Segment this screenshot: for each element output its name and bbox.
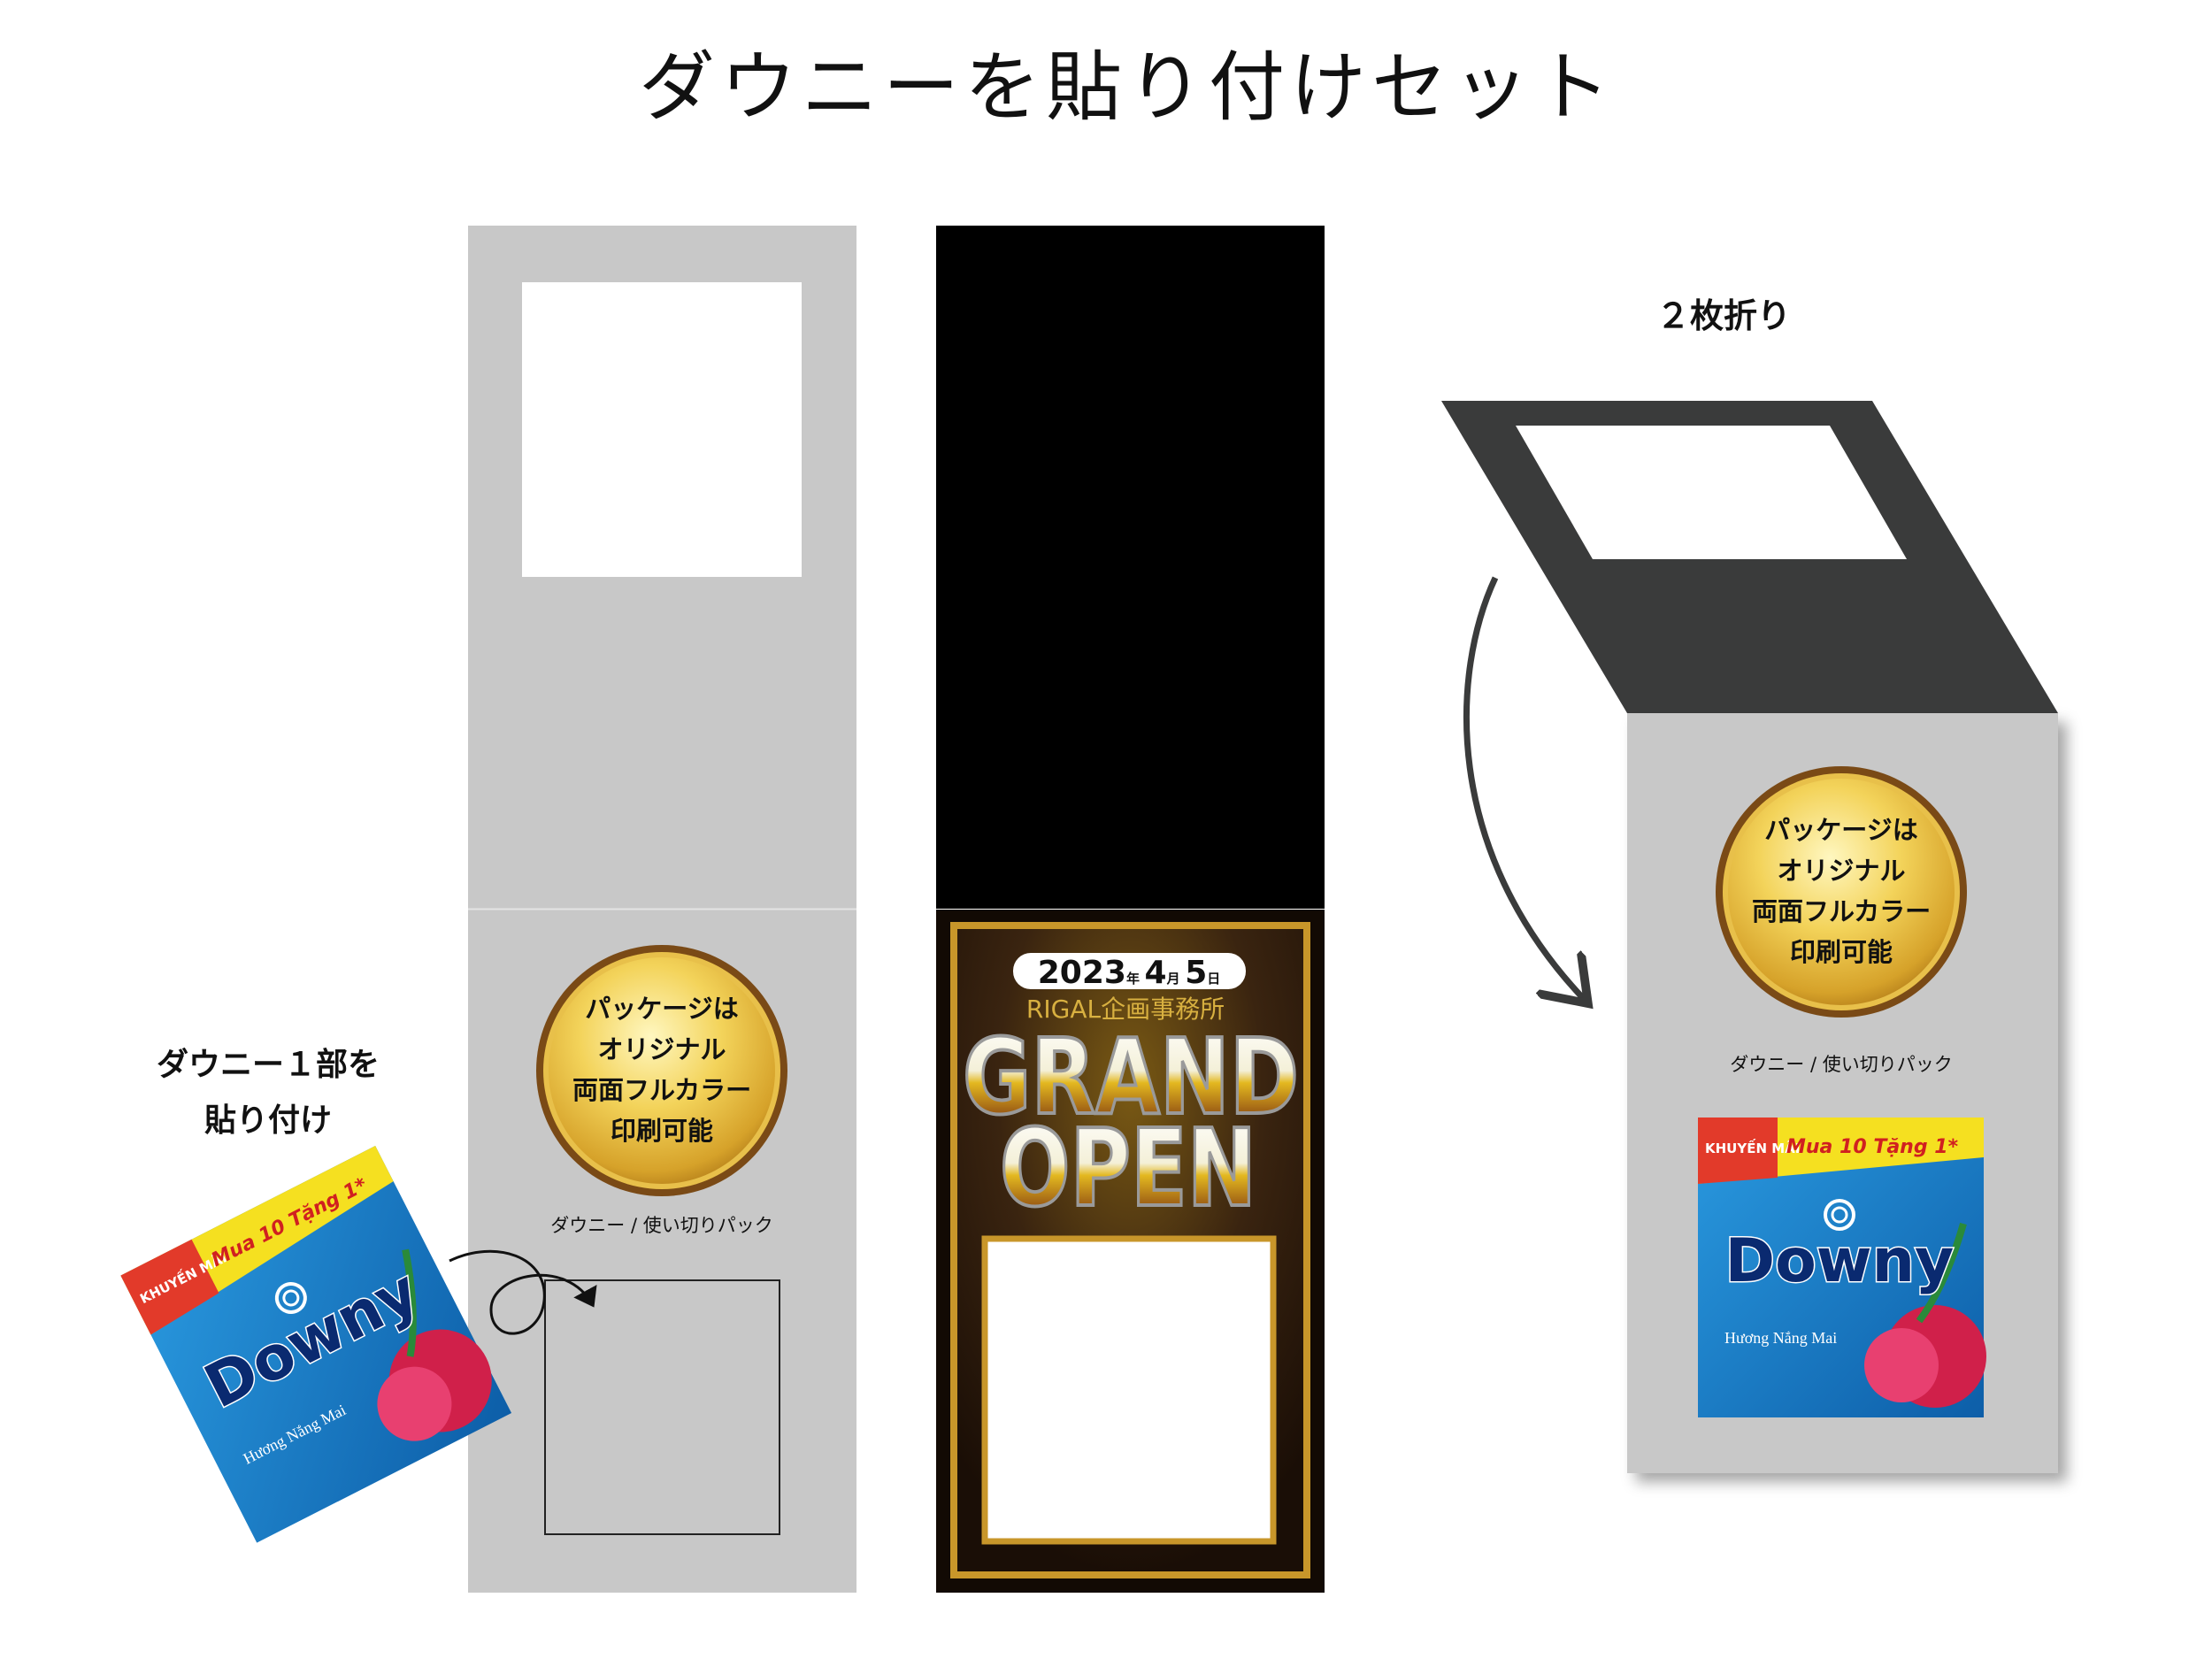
badge-line: 印刷可能 (1790, 937, 1893, 967)
date-pill (1013, 953, 1246, 989)
badge-line: 両面フルカラー (1752, 896, 1931, 926)
package-placement-box (544, 1279, 780, 1535)
attach-label-line2: 貼り付け (204, 1102, 332, 1139)
flyer-date: 2023年 4月 5日 (1038, 955, 1221, 991)
package-promo-tag: KHUYẾN MÃI (1705, 1138, 1800, 1156)
package-promo: Mua 10 Tặng 1* (1786, 1136, 1959, 1158)
badge-line: パッケージは (1764, 815, 1917, 845)
badge-line: オリジナル (597, 1034, 726, 1064)
fold-arrow-icon (1463, 576, 1584, 999)
badge-line: パッケージは (585, 994, 738, 1024)
attach-label-line1: ダウニー１部を (157, 1047, 380, 1083)
flyer-card: 2023年 4月 5日 RIGAL企画事務所 GRAND OPEN (936, 226, 1325, 1593)
flyer-headline-grand: GRAND (963, 1016, 1299, 1138)
badge-left: パッケージは オリジナル 両面フルカラー 印刷可能 (536, 945, 787, 1196)
fold-label: ２枚折り (1656, 296, 1791, 335)
downy-package-placed: KHUYẾN MÃI Mua 10 Tặng 1* Downy Hương Nắ… (1698, 1118, 1986, 1417)
badge-right: パッケージは オリジナル 両面フルカラー 印刷可能 (1716, 766, 1967, 1018)
caption-right: ダウニー / 使い切りパック (1730, 1054, 1952, 1075)
downy-package-tilted: KHUYẾN MÃI Mua 10 Tặng 1* Downy Hương Nắ… (120, 1145, 513, 1543)
folded-card: パッケージは オリジナル 両面フルカラー 印刷可能 ダウニー / 使い切りパック… (1441, 401, 2058, 1473)
folded-window-cutout (1516, 426, 1907, 559)
loop-arrow-icon (449, 1249, 597, 1335)
window-cutout (522, 282, 802, 577)
left-card: パッケージは オリジナル 両面フルカラー 印刷可能 ダウニー / 使い切りパック (468, 226, 856, 1593)
package-variant: Hương Nắng Mai (1724, 1329, 1837, 1347)
caption-left: ダウニー / 使い切りパック (550, 1215, 772, 1236)
package-brand-logo: Downy (1725, 1226, 1955, 1296)
badge-line: オリジナル (1777, 856, 1905, 886)
flyer-headline-open: OPEN (1000, 1108, 1256, 1231)
page-title: ダウニーを貼り付けセット (639, 43, 1616, 132)
badge-line: 印刷可能 (611, 1116, 713, 1146)
flyer-company: RIGAL企画事務所 (1026, 995, 1225, 1024)
flyer-top-panel (936, 226, 1325, 909)
flyer-photo-box (981, 1235, 1277, 1545)
badge-line: 両面フルカラー (572, 1075, 751, 1105)
